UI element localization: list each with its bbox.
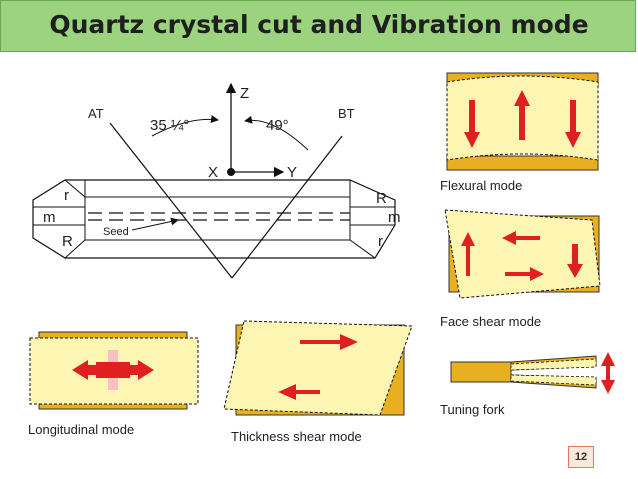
label-at: AT bbox=[88, 106, 104, 121]
label-bt: BT bbox=[338, 106, 355, 121]
caption-tuning-fork: Tuning fork bbox=[440, 402, 505, 417]
face-R-left: R bbox=[62, 233, 73, 250]
angle-bt: 49° bbox=[266, 117, 289, 134]
face-r-right: r bbox=[378, 233, 383, 250]
caption-thickness-shear: Thickness shear mode bbox=[231, 429, 362, 444]
label-x: X bbox=[208, 164, 218, 181]
title-bar: Quartz crystal cut and Vibration mode bbox=[0, 0, 636, 52]
crystal-inner-face-bottom bbox=[85, 239, 376, 259]
label-z: Z bbox=[240, 85, 249, 102]
page-number-badge: 12 bbox=[568, 446, 594, 468]
thickness-shear-mode-diagram bbox=[223, 320, 413, 416]
longitudinal-mode-diagram bbox=[29, 331, 199, 410]
slide-title: Quartz crystal cut and Vibration mode bbox=[49, 10, 589, 39]
crystal-inner-face-top bbox=[84, 180, 351, 198]
at-cut-line bbox=[109, 122, 233, 279]
face-m-right: m bbox=[388, 209, 401, 226]
label-y: Y bbox=[287, 164, 297, 181]
bt-cut-line bbox=[231, 135, 343, 279]
caption-flexural: Flexural mode bbox=[440, 178, 522, 193]
angle-at: 35 ¼° bbox=[150, 117, 189, 134]
quartz-crystal-diagram: AT BT 35 ¼° 49° Z X Y r m R R m r Seed bbox=[32, 82, 401, 279]
crystal-outline bbox=[32, 179, 396, 259]
face-R-right: R bbox=[376, 190, 387, 207]
face-m-left: m bbox=[43, 209, 56, 226]
face-shear-mode-diagram bbox=[444, 209, 601, 299]
caption-face-shear: Face shear mode bbox=[440, 314, 541, 329]
x-axis-dot bbox=[227, 168, 235, 176]
label-seed: Seed bbox=[103, 226, 129, 238]
face-r-left: r bbox=[64, 187, 69, 204]
tuning-fork-diagram bbox=[450, 352, 615, 394]
flexural-mode-diagram bbox=[446, 72, 599, 171]
caption-longitudinal: Longitudinal mode bbox=[28, 422, 134, 437]
